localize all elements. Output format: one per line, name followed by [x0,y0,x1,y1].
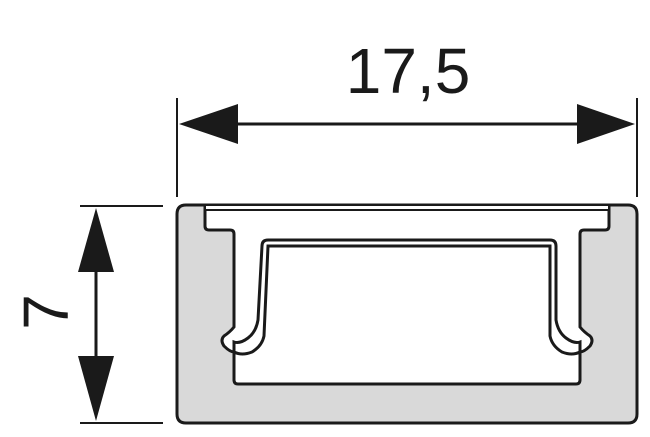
height-arrow-top [78,208,114,272]
led-insert-shape [232,238,582,356]
profile-channel-cutout [203,203,611,386]
height-dimension-label: 7 [10,294,82,330]
width-arrow-left [179,104,238,144]
height-arrow-bottom [78,356,114,421]
width-dimension-label: 17,5 [346,35,471,107]
diffuser-cover [204,204,610,211]
width-arrow-right [577,104,635,144]
